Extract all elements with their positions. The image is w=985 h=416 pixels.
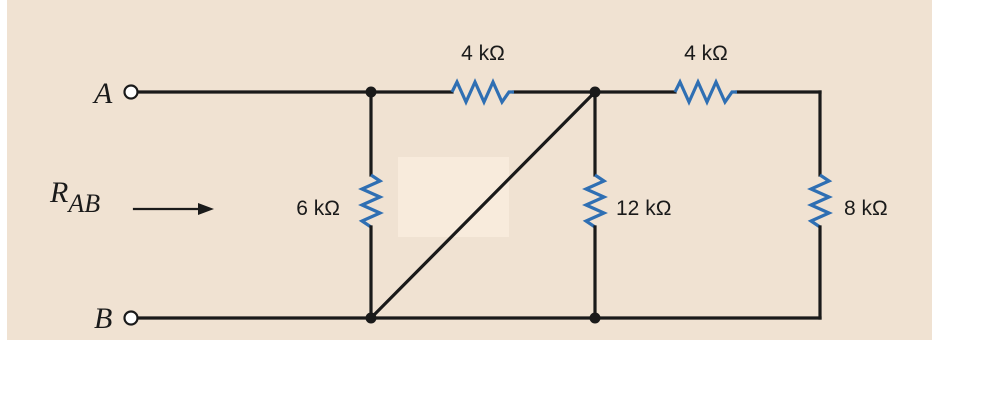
rab-subscript: AB (66, 189, 100, 218)
label-top-right-resistor: 4 kΩ (684, 42, 728, 65)
wire-diagonal (368, 89, 598, 321)
terminal-a-label: A (92, 77, 113, 110)
resistor-top-right (673, 78, 737, 106)
terminal-a (123, 84, 139, 100)
rab-label: RAB (49, 176, 100, 218)
terminal-b (123, 310, 139, 326)
junction-bottom-left (365, 312, 377, 324)
rab-main: R (49, 176, 68, 209)
label-right-vertical-resistor: 8 kΩ (844, 197, 888, 220)
junction-top-mid (589, 86, 601, 98)
terminal-b-label: B (94, 302, 112, 335)
label-middle-vertical-resistor: 12 kΩ (616, 197, 671, 220)
rab-arrow-head (198, 203, 214, 215)
label-left-vertical-resistor: 6 kΩ (296, 197, 340, 220)
junction-bottom-mid (589, 312, 601, 324)
label-top-left-resistor: 4 kΩ (461, 42, 505, 65)
junction-top-left (365, 86, 377, 98)
resistor-top-left (450, 78, 514, 106)
resistor-middle-vertical (582, 173, 608, 229)
resistor-right-vertical (807, 173, 833, 229)
resistor-left-vertical (358, 173, 384, 229)
